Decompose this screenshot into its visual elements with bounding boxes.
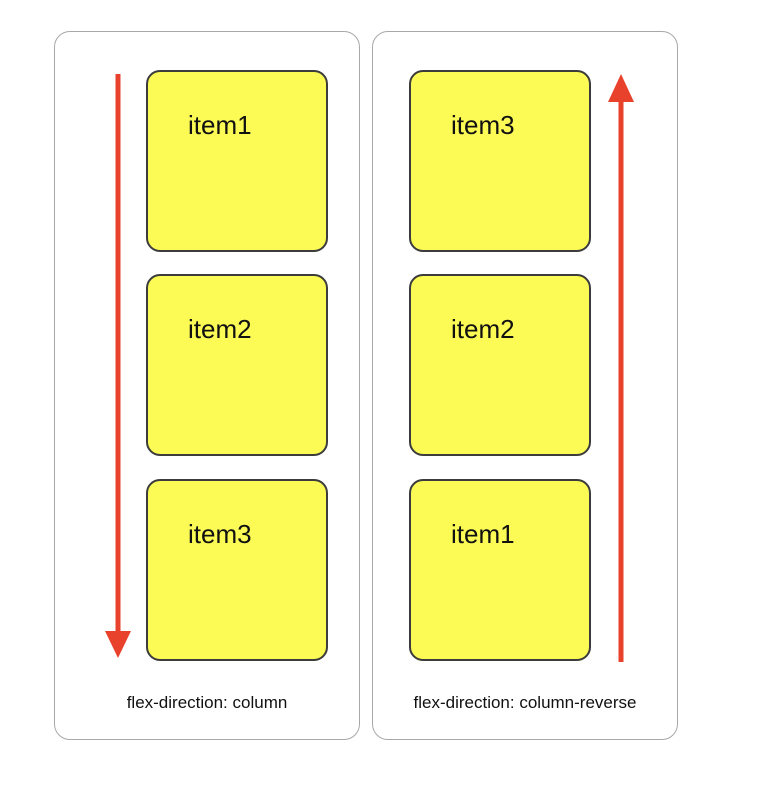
caption-column-reverse: flex-direction: column-reverse [413,693,637,712]
panel-column: item1 item2 item3 flex-direction: column [54,31,360,740]
flex-item: item2 [146,274,328,456]
panel-column-reverse: item3 item2 item1 flex-direction: column… [372,31,678,740]
item-label: item1 [451,519,515,549]
arrow-down-icon [105,74,131,658]
flex-item: item2 [409,274,591,456]
flex-item: item1 [146,70,328,252]
caption-column: flex-direction: column [126,693,288,712]
item-label: item3 [188,519,252,549]
item-label: item2 [451,314,515,344]
arrow-up-icon [608,74,634,662]
flex-item: item1 [409,479,591,661]
flex-item: item3 [409,70,591,252]
item-label: item2 [188,314,252,344]
item-label: item1 [188,110,252,140]
flex-item: item3 [146,479,328,661]
item-label: item3 [451,110,515,140]
